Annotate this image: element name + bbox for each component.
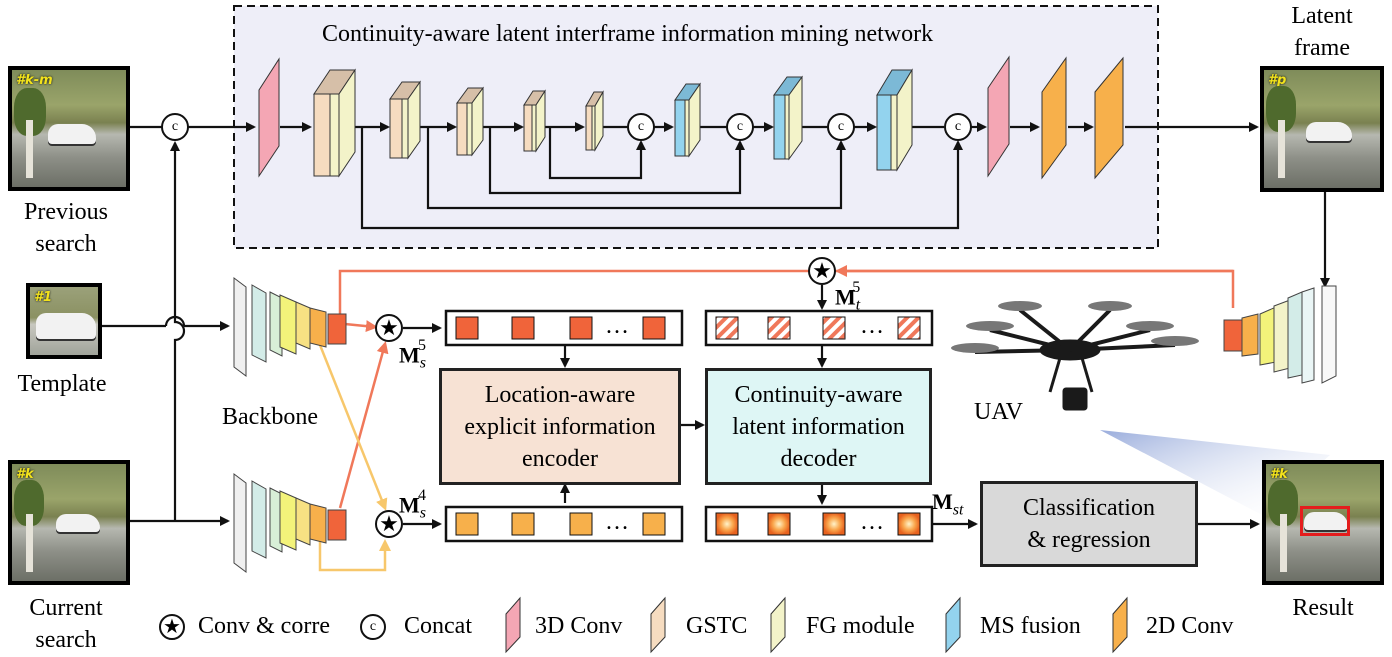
- result-tag: #k: [1270, 467, 1288, 482]
- latent-frame-image: #p: [1260, 66, 1384, 192]
- concat-node-2: [726, 113, 754, 141]
- conv-corre-node-t5: [808, 257, 836, 285]
- decoder-line-2: latent information: [732, 413, 905, 440]
- legend-concat-icon: c: [369, 619, 377, 634]
- previous-search-tag: #k-m: [16, 73, 53, 88]
- block-gstc-fg-5: [585, 90, 604, 152]
- backbone-latent: [1223, 285, 1337, 384]
- block-3dconv-1: [258, 57, 280, 178]
- decoder-line-1: Continuity-aware: [734, 381, 903, 408]
- current-search-label-1: Current: [29, 595, 103, 621]
- decoder-box: Continuity-aware latent information deco…: [705, 368, 932, 485]
- template-image: #1: [26, 283, 102, 359]
- head-box: Classification & regression: [980, 481, 1198, 567]
- block-2dconv-1: [1041, 56, 1067, 180]
- uav-label: UAV: [974, 399, 1023, 425]
- network-title: Continuity-aware latent interframe infor…: [322, 21, 934, 47]
- star-icon-t5: ★: [812, 258, 832, 283]
- backbone-template: [233, 277, 347, 377]
- encoder-box: Location-aware explicit information enco…: [439, 368, 681, 485]
- block-3dconv-2: [987, 55, 1010, 178]
- legend-fg: FG module: [806, 613, 915, 639]
- concat-letter-3: c: [837, 119, 845, 134]
- block-ms-fg-3: [876, 68, 913, 172]
- head-line-2: & regression: [1027, 527, 1151, 553]
- legend-conv-corre: Conv & corre: [198, 613, 330, 639]
- backbone-current: [233, 473, 347, 573]
- block-ms-fg-1: [674, 82, 701, 158]
- concat-letter-2: c: [736, 119, 744, 134]
- current-search-label-2: search: [35, 627, 97, 653]
- concat-node-3: [827, 113, 855, 141]
- legend-ms: MS fusion: [980, 613, 1081, 639]
- current-search-image: #k: [8, 460, 130, 585]
- label-mst: Mst: [932, 489, 964, 519]
- backbone-label: Backbone: [222, 404, 318, 430]
- star-icon-s5: ★: [379, 315, 399, 340]
- previous-search-label-1: Previous: [24, 199, 108, 225]
- token-row-s5: [444, 309, 684, 347]
- latent-frame-tag: #p: [1268, 73, 1287, 88]
- result-image: #k: [1262, 460, 1384, 585]
- template-label: Template: [17, 371, 107, 397]
- label-ms4: Ms4: [399, 487, 426, 522]
- token-row-s4: [444, 505, 684, 543]
- label-ms5: Ms5: [399, 337, 426, 372]
- concat-node-1: [627, 113, 655, 141]
- legend-star-icon: ★: [163, 616, 181, 638]
- ellipsis-s4: …: [605, 509, 629, 535]
- token-row-st: [704, 505, 934, 543]
- latent-frame-label-2: frame: [1294, 35, 1350, 61]
- ellipsis-s5: …: [605, 313, 629, 339]
- block-gstc-fg-3: [456, 86, 484, 157]
- decoder-line-3: decoder: [780, 445, 857, 472]
- block-gstc-fg-4: [523, 89, 546, 153]
- latent-frame-label-1: Latent: [1291, 3, 1353, 29]
- result-bbox: [1300, 506, 1350, 536]
- concat-letter-input: c: [171, 119, 179, 134]
- encoder-line-1: Location-aware: [484, 381, 636, 408]
- conv-corre-node-s4: [375, 510, 403, 538]
- block-ms-fg-2: [773, 75, 803, 161]
- label-mt5: Mt5: [835, 279, 861, 314]
- current-search-tag: #k: [16, 467, 34, 482]
- previous-search-label-2: search: [35, 231, 97, 257]
- legend-3dconv: 3D Conv: [535, 613, 623, 639]
- concat-node-input: [161, 113, 189, 141]
- head-line-1: Classification: [1023, 495, 1155, 521]
- concat-letter-4: c: [954, 119, 962, 134]
- block-gstc-fg-1: [313, 68, 356, 178]
- block-2dconv-2: [1094, 56, 1124, 180]
- result-label: Result: [1292, 595, 1354, 621]
- legend-concat: Concat: [404, 613, 472, 639]
- legend-gstc: GSTC: [686, 613, 748, 639]
- ellipsis-t5: …: [860, 313, 884, 339]
- template-tag: #1: [34, 290, 53, 305]
- encoder-line-2: explicit information: [464, 413, 656, 440]
- encoder-line-3: encoder: [522, 445, 598, 472]
- legend-2dconv: 2D Conv: [1146, 613, 1234, 639]
- concat-letter-1: c: [637, 119, 645, 134]
- previous-search-image: #k-m: [8, 66, 130, 191]
- concat-node-4: [944, 113, 972, 141]
- ellipsis-st: …: [860, 509, 884, 535]
- block-gstc-fg-2: [389, 80, 421, 160]
- token-row-t5: [704, 309, 934, 347]
- conv-corre-node-s5: [375, 314, 403, 342]
- uav-drone: [951, 301, 1199, 411]
- star-icon-s4: ★: [379, 511, 399, 536]
